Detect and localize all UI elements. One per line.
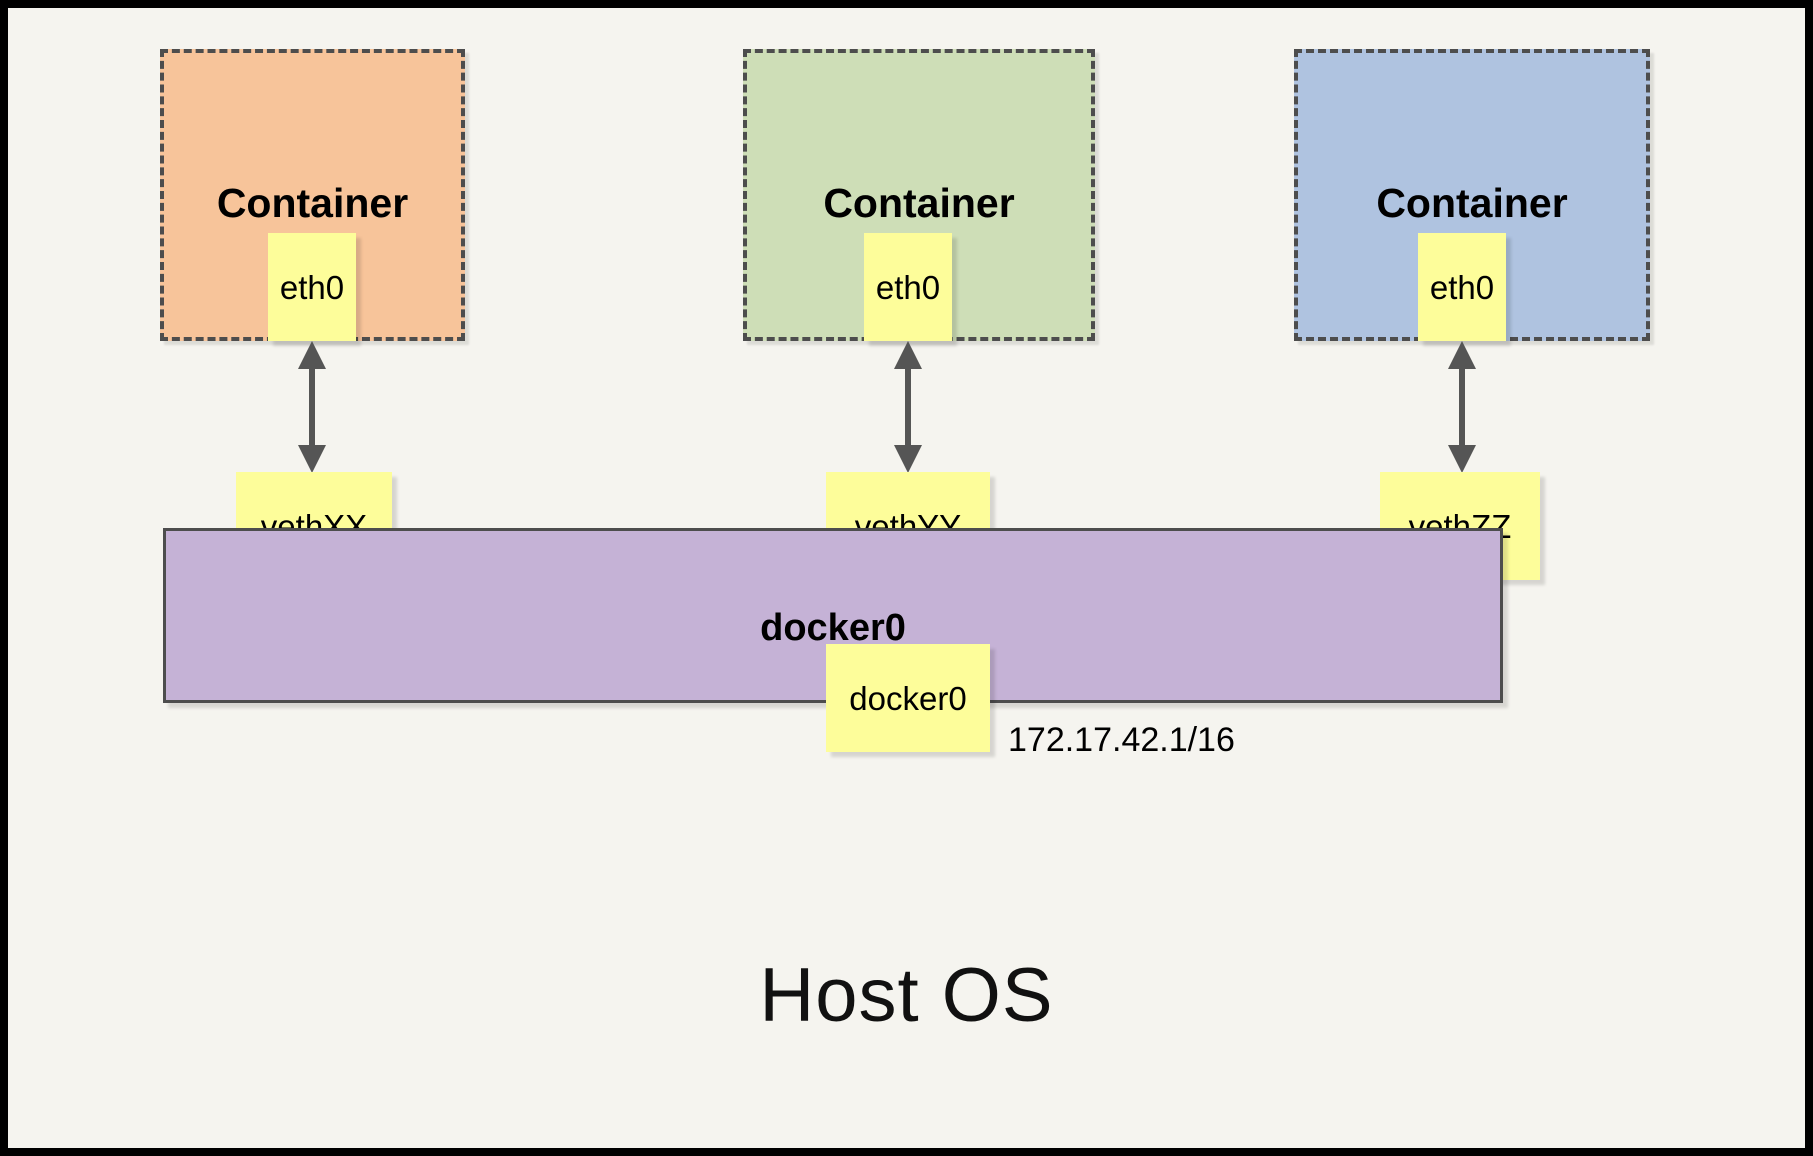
docker0-bridge-label: docker0 — [760, 607, 906, 649]
docker0-interface-box[interactable]: docker0 — [826, 644, 990, 752]
diagram-stage: Container eth0 vethXX Container eth0 v — [8, 8, 1805, 1148]
arrow-container-3-veth — [1448, 341, 1476, 473]
host-os-label: Host OS — [759, 953, 1054, 1038]
arrow-container-2-veth — [894, 341, 922, 473]
eth0-label-2: eth0 — [875, 268, 941, 306]
eth0-box-2[interactable]: eth0 — [864, 233, 952, 341]
eth0-box-1[interactable]: eth0 — [268, 233, 356, 341]
eth0-box-3[interactable]: eth0 — [1418, 233, 1506, 341]
container-title-2: Container — [823, 180, 1015, 226]
container-title-1: Container — [216, 180, 409, 226]
eth0-label-1: eth0 — [279, 268, 345, 306]
arrow-container-1-veth — [298, 341, 326, 473]
docker0-ip-label: 172.17.42.1/16 — [1008, 721, 1235, 759]
container-title-3: Container — [1376, 180, 1568, 226]
docker0-interface-label: docker0 — [849, 679, 967, 717]
eth0-label-3: eth0 — [1429, 268, 1495, 306]
